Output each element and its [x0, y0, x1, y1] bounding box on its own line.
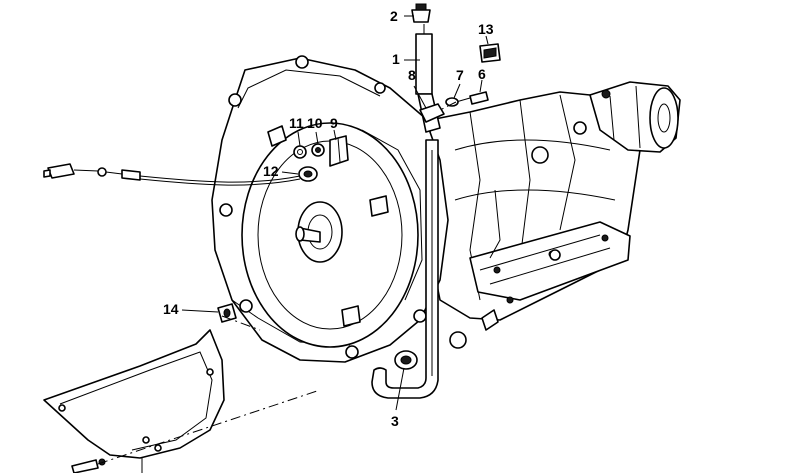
bell-housing [211, 55, 449, 363]
cover-plate [43, 329, 225, 473]
selector-cable [43, 163, 301, 186]
nut-part-10 [311, 143, 325, 157]
leader-lines [181, 15, 489, 411]
transmission-case [429, 81, 681, 349]
washer-part-7 [445, 97, 459, 107]
dipstick-cap [411, 3, 431, 23]
callout-8: 8 [408, 67, 416, 83]
callout-10: 10 [307, 115, 323, 131]
nut-part-14 [217, 303, 237, 323]
callout-3: 3 [391, 413, 399, 429]
callout-7: 7 [456, 67, 464, 83]
callout-13: 13 [478, 21, 494, 37]
dipstick-tube [371, 33, 445, 399]
callout-12: 12 [263, 163, 279, 179]
callout-6: 6 [478, 66, 486, 82]
clip-part-13 [479, 43, 501, 63]
washer-part-11 [293, 145, 307, 159]
grommet-part-12 [298, 166, 318, 182]
callout-14: 14 [163, 301, 179, 317]
callout-1: 1 [392, 51, 400, 67]
callout-11: 11 [289, 115, 304, 131]
callout-9: 9 [330, 115, 338, 131]
bolt-part-6 [455, 91, 489, 105]
bracket-part-9 [329, 135, 349, 167]
callout-2: 2 [390, 8, 398, 24]
